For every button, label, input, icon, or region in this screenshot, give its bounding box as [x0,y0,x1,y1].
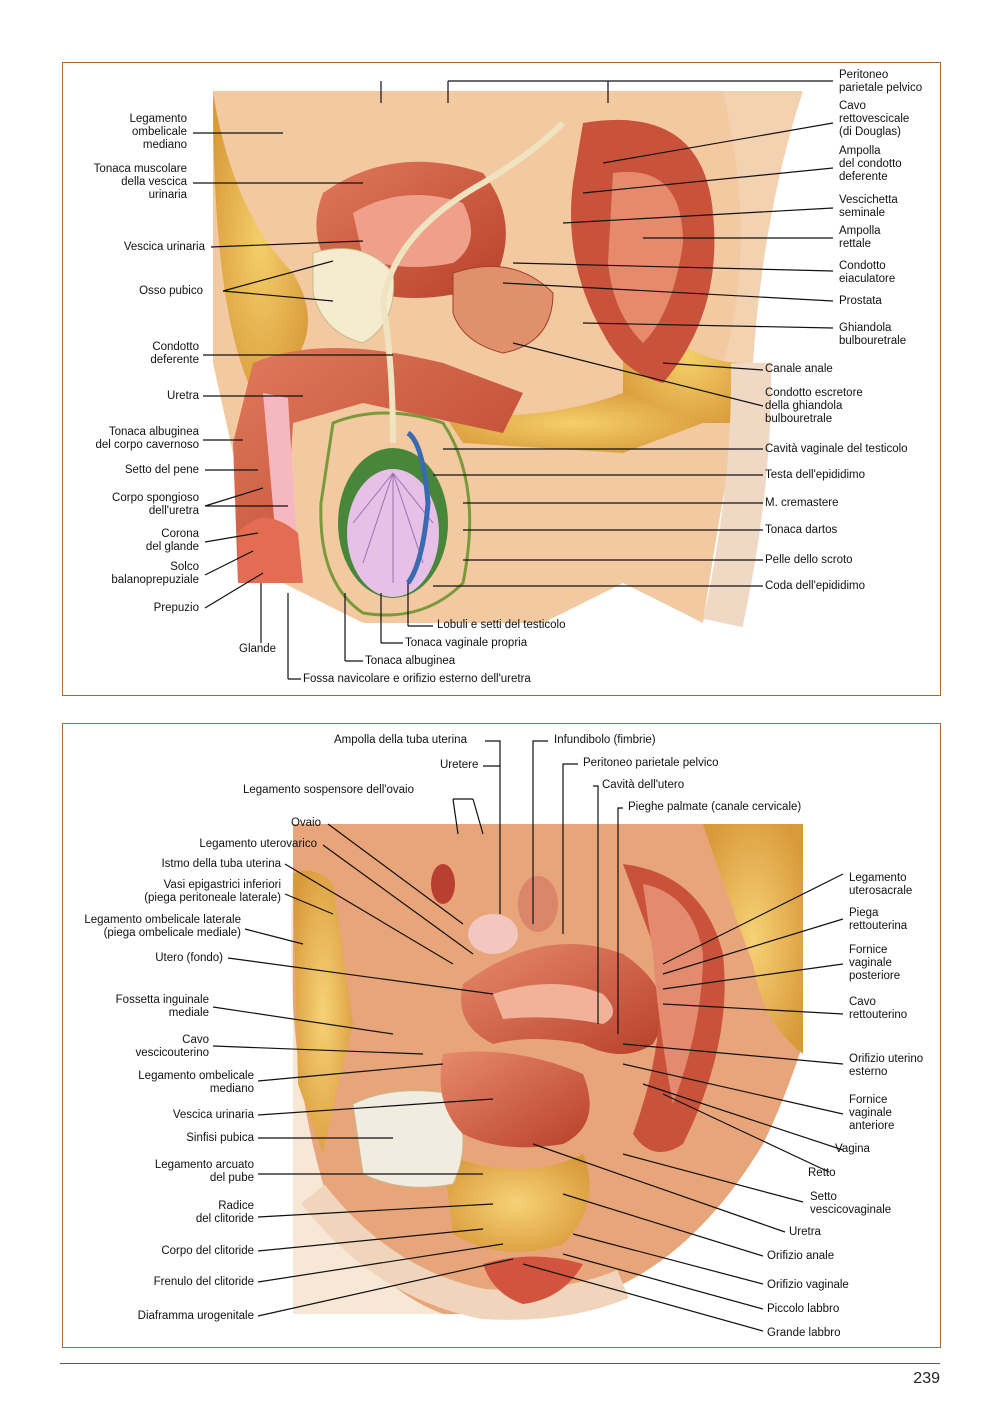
label-pelle-scroto: Pelle dello scroto [765,554,853,566]
label-peritoneo-female: Peritoneo parietale pelvico [583,757,719,769]
male-pelvis-illustration [213,91,940,628]
label-vescica-male: Vescica urinaria [123,241,205,253]
label-escretore: Condotto escretore della ghiandola bulbo… [765,387,863,425]
label-corpo-clitoride: Corpo del clitoride [161,1245,254,1257]
label-istmo: Istmo della tuba uterina [161,858,281,870]
label-grande-labbro: Grande labbro [767,1327,841,1339]
label-fossetta: Fossetta inguinale mediale [115,994,209,1019]
label-omb-laterale: Legamento ombelicale laterale (piega omb… [84,914,241,939]
label-infundibolo: Infundibolo (fimbrie) [554,734,656,746]
label-retto: Retto [808,1167,836,1179]
male-pelvis-figure: Peritoneo parietale pelvico Cavo rettove… [62,62,941,696]
label-cavita-vaginale: Cavità vaginale del testicolo [765,443,908,455]
label-vagina: Vagina [835,1143,870,1155]
label-setto-pene: Setto del pene [124,464,199,476]
label-ampolla-rettale: Ampolla rettale [839,225,881,250]
label-cavo-retto: Cavo rettouterino [849,996,908,1021]
label-orifizio-anale: Orifizio anale [767,1250,835,1262]
label-sinfisi: Sinfisi pubica [186,1132,254,1144]
label-prepuzio: Prepuzio [153,602,199,614]
label-vescica-female: Vescica urinaria [172,1109,254,1121]
label-diaframma: Diaframma urogenitale [137,1310,254,1322]
label-vaginale-propria: Tonaca vaginale propria [405,637,528,649]
label-osso-pubico: Osso pubico [139,285,203,297]
label-solco: Solco balanoprepuziale [111,561,199,586]
label-uretra-female: Uretra [789,1226,821,1238]
label-uretra-male: Uretra [167,390,199,402]
label-albuginea-testis: Tonaca albuginea [365,655,456,667]
label-vasi-epigastrici: Vasi epigastrici inferiori (piega perito… [144,879,281,904]
label-coda-epididimo: Coda dell'epididimo [765,580,866,592]
label-uterovarico: Legamento uterovarico [199,838,317,850]
label-deferente: Condotto deferente [150,341,199,366]
label-uretere: Uretere [440,759,479,771]
label-corona: Corona del glande [145,528,199,553]
label-spongioso: Corpo spongioso dell'uretra [112,492,199,517]
page-number: 239 [913,1370,940,1387]
label-legamento-ombelicale: Legamento ombelicale mediano [129,113,187,151]
label-uterosacrale: Legamento uterosacrale [849,872,913,897]
label-lobuli: Lobuli e setti del testicolo [437,619,566,631]
label-cremastere: M. cremastere [765,497,839,509]
label-piccolo-labbro: Piccolo labbro [767,1303,840,1315]
label-cavita-utero: Cavità dell'utero [602,779,685,791]
label-radice: Radice del clitoride [195,1200,254,1225]
label-eiaculatore: Condotto eiaculatore [839,260,896,285]
label-tonaca-muscolare: Tonaca muscolare della vescica urinaria [93,163,187,201]
label-ovaio: Ovaio [290,817,321,829]
label-fossa-navicolare: Fossa navicolare e orifizio esterno dell… [303,673,531,685]
label-dartos: Tonaca dartos [765,524,838,536]
label-vescicouterino: Cavo vescicouterino [135,1034,209,1059]
label-ampolla-deferente: Ampolla del condotto deferente [839,145,902,183]
label-albuginea-cavernoso: Tonaca albuginea del corpo cavernoso [95,426,199,451]
female-pelvis-figure: Ampolla della tuba uterina Infundibolo (… [62,723,941,1348]
label-peritoneo-male: Peritoneo parietale pelvico [839,69,923,94]
label-canale-anale: Canale anale [765,363,833,375]
label-setto-vv: Setto vescicovaginale [810,1191,892,1216]
label-pieghe-palmate: Pieghe palmate (canale cervicale) [628,801,802,813]
label-cavo-douglas: Cavo rettovescicale (di Douglas) [839,100,910,138]
label-ghiandola-bulbo: Ghiandola bulbouretrale [839,322,907,347]
label-omb-mediano: Legamento ombelicale mediano [138,1070,254,1095]
label-fornice-ant: Fornice vaginale anteriore [849,1094,895,1132]
label-piega-retto: Piega rettouterina [849,907,908,932]
label-fornice-post: Fornice vaginale posteriore [849,944,901,982]
label-ampolla-tuba: Ampolla della tuba uterina [334,734,467,746]
label-vescichetta: Vescichetta seminale [839,194,898,219]
label-glande: Glande [239,643,277,655]
label-frenulo: Frenulo del clitoride [153,1276,254,1288]
label-prostata: Prostata [839,295,882,307]
footer-divider [60,1363,940,1364]
label-utero-fondo: Utero (fondo) [155,952,223,964]
label-arcuato: Legamento arcuato del pube [154,1159,254,1184]
female-leader-lines-svg [212,740,844,1332]
male-leader-lines-svg [193,80,834,680]
label-orifizio-uterino: Orifizio uterino esterno [849,1053,924,1078]
label-orifizio-vaginale: Orifizio vaginale [767,1279,849,1291]
label-testa-epididimo: Testa dell'epididimo [765,469,866,481]
female-pelvis-illustration [291,824,940,1320]
label-sospensore: Legamento sospensore dell'ovaio [243,784,414,796]
